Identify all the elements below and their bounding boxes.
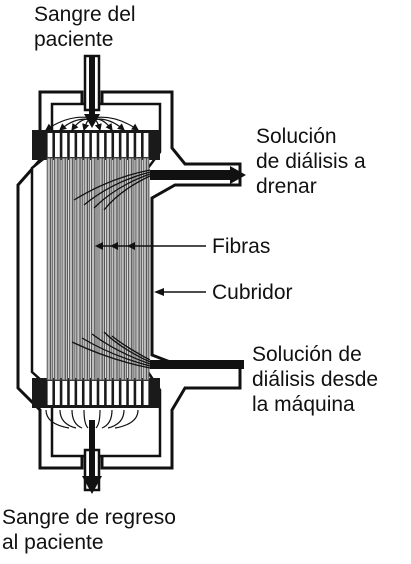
bottom-slot <box>77 381 82 405</box>
top-slot <box>121 133 127 157</box>
casing-pointer-arrow <box>154 288 164 296</box>
top-slot <box>77 133 82 157</box>
top-slot <box>69 133 75 157</box>
top-slot <box>128 133 134 157</box>
label-casing: Cubridor <box>212 281 293 304</box>
bottom-slot <box>114 381 119 405</box>
outflow-curve <box>107 409 125 429</box>
fibers-pointer-arrow-2 <box>110 242 118 250</box>
outflow-curve <box>45 409 70 429</box>
label-blood-out: Sangre de regreso al paciente <box>2 505 176 555</box>
bottom-slot <box>121 381 127 405</box>
outflow-curve <box>71 409 83 429</box>
label-dialysate-out-line-1: Solución <box>256 125 337 148</box>
label-dialysate-out: Solución de diálisis a drenar <box>256 124 366 199</box>
bottom-slot <box>54 381 60 405</box>
top-slot <box>106 133 112 157</box>
dialysate-out-arrowhead <box>230 166 246 184</box>
label-fibers: Fibras <box>212 235 271 258</box>
bottom-slot <box>143 381 149 405</box>
bottom-slot <box>84 381 90 405</box>
bottom-slot <box>99 381 105 405</box>
outflow-curve <box>95 409 101 429</box>
top-slot <box>143 133 149 157</box>
blood-out-arrowhead <box>82 476 102 494</box>
bottom-slot <box>136 381 142 405</box>
top-slot <box>47 133 53 157</box>
outflow-curve <box>114 409 139 429</box>
label-blood-out-line-1: Sangre de regreso <box>2 506 176 529</box>
bottom-slot <box>128 381 134 405</box>
top-slot <box>84 133 90 157</box>
bottom-slot <box>91 381 97 405</box>
top-slot <box>136 133 142 157</box>
dialysate-outlet-pipe <box>150 170 232 180</box>
top-slot <box>54 133 60 157</box>
top-header-slots <box>47 133 149 157</box>
label-dialysate-in-line-1: Solución de <box>252 343 362 366</box>
top-slot <box>62 133 68 157</box>
outflow-curve <box>83 409 89 429</box>
fibers-pointer-arrow-3 <box>95 242 103 250</box>
label-dialysate-in-line-2: diálisis desde <box>252 368 379 391</box>
dialysate-out-streaks <box>73 169 151 211</box>
label-blood-out-line-2: al paciente <box>2 531 104 554</box>
top-slot <box>114 133 119 157</box>
label-dialysate-out-line-2: de diálisis a <box>256 150 366 173</box>
label-blood-in-line-2: paciente <box>34 28 114 51</box>
label-blood-in: Sangre del paciente <box>34 2 136 52</box>
dialysate-in-streaks <box>71 331 151 369</box>
blood-in-arrowhead <box>84 114 100 128</box>
top-slot <box>91 133 97 157</box>
bottom-slot <box>106 381 112 405</box>
top-slot <box>99 133 105 157</box>
dialysate-inlet-pipe <box>150 360 244 369</box>
fibers-pointer-arrow-1 <box>127 242 135 250</box>
blood-outflow-curves <box>45 409 139 429</box>
label-dialysate-in: Solución de diálisis desde la máquina <box>252 342 378 417</box>
fiber-bundle <box>46 157 150 381</box>
label-blood-in-line-1: Sangre del <box>34 3 136 26</box>
outflow-curve <box>101 409 113 429</box>
label-dialysate-in-line-3: la máquina <box>252 393 355 416</box>
outflow-curve <box>59 409 77 429</box>
bottom-header-slots <box>47 381 149 405</box>
label-dialysate-out-line-3: drenar <box>256 175 317 198</box>
bottom-slot <box>69 381 75 405</box>
bottom-slot <box>62 381 68 405</box>
bottom-slot <box>47 381 53 405</box>
